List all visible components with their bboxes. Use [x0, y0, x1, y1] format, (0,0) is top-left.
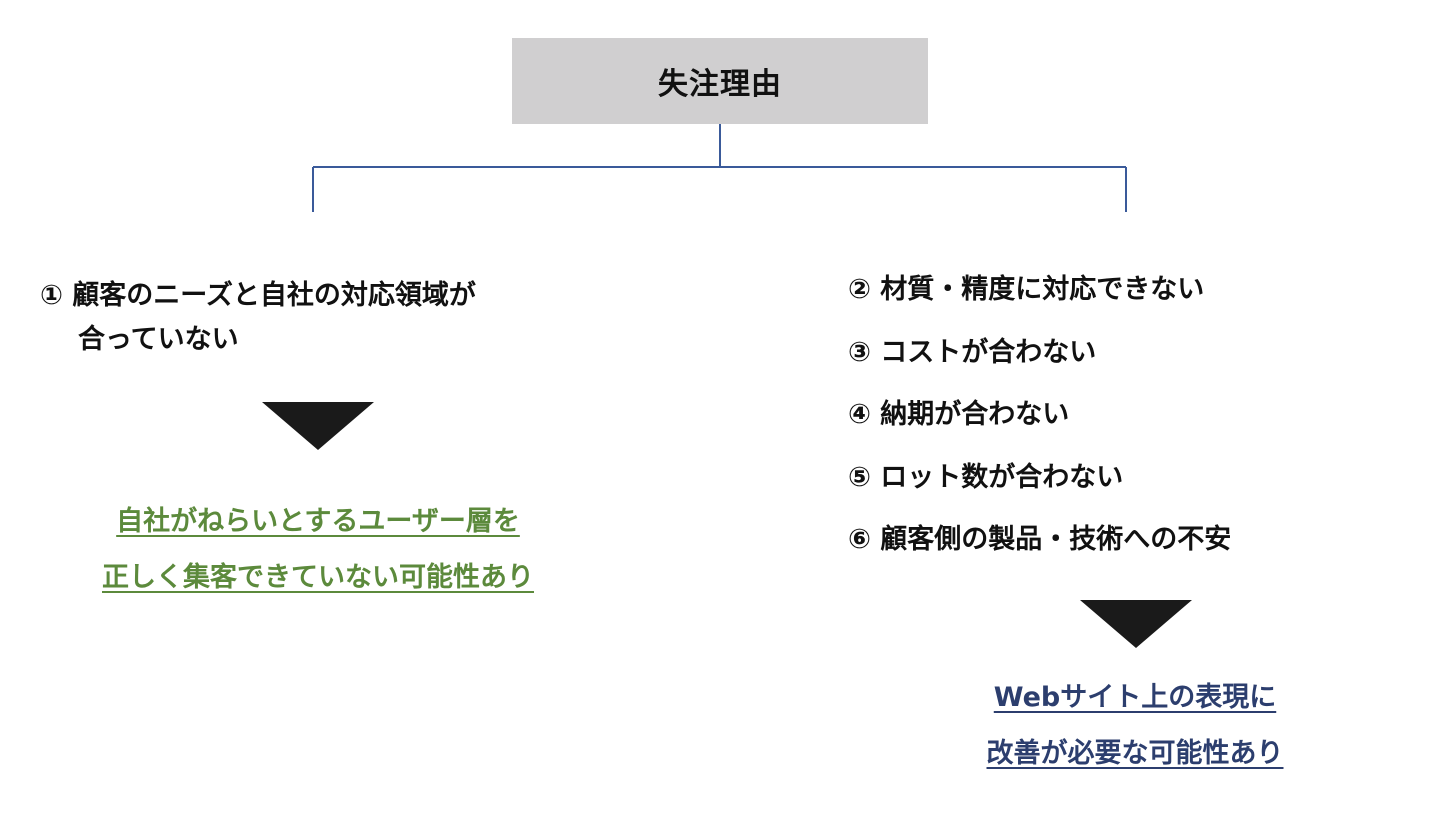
- reason-item: ④ 納期が合わない: [848, 399, 1070, 430]
- root-label: 失注理由: [658, 67, 782, 102]
- right-conclusion: Webサイト上の表現に 改善が必要な可能性あり: [900, 670, 1370, 782]
- reason-item: ② 材質・精度に対応できない: [848, 274, 1205, 305]
- right-down-arrow-icon: [1080, 600, 1192, 648]
- left-down-arrow-icon: [262, 402, 374, 450]
- reason-item: ③ コストが合わない: [848, 336, 1097, 368]
- left-conclusion: 自社がねらいとするユーザー層を 正しく集客できていない可能性あり: [40, 494, 596, 606]
- left-reason-line2: 合っていない: [78, 324, 239, 355]
- right-conclusion-line1: Webサイト上の表現に: [993, 682, 1277, 713]
- right-conclusion-line2: 改善が必要な可能性あり: [986, 738, 1284, 769]
- left-reason: ① 顧客のニーズと自社の対応領域が 合っていない: [40, 274, 580, 362]
- left-conclusion-line2: 正しく集客できていない可能性あり: [102, 562, 534, 593]
- reason-item: ⑥ 顧客側の製品・技術への不安: [848, 524, 1232, 555]
- left-reason-line1: ① 顧客のニーズと自社の対応領域が: [40, 280, 476, 311]
- reason-item: ⑤ ロット数が合わない: [848, 461, 1124, 493]
- root-node: 失注理由: [512, 38, 928, 124]
- left-conclusion-line1: 自社がねらいとするユーザー層を: [116, 506, 520, 537]
- right-reason-list: ② 材質・精度に対応できない ③ コストが合わない ④ 納期が合わない ⑤ ロッ…: [848, 268, 1368, 581]
